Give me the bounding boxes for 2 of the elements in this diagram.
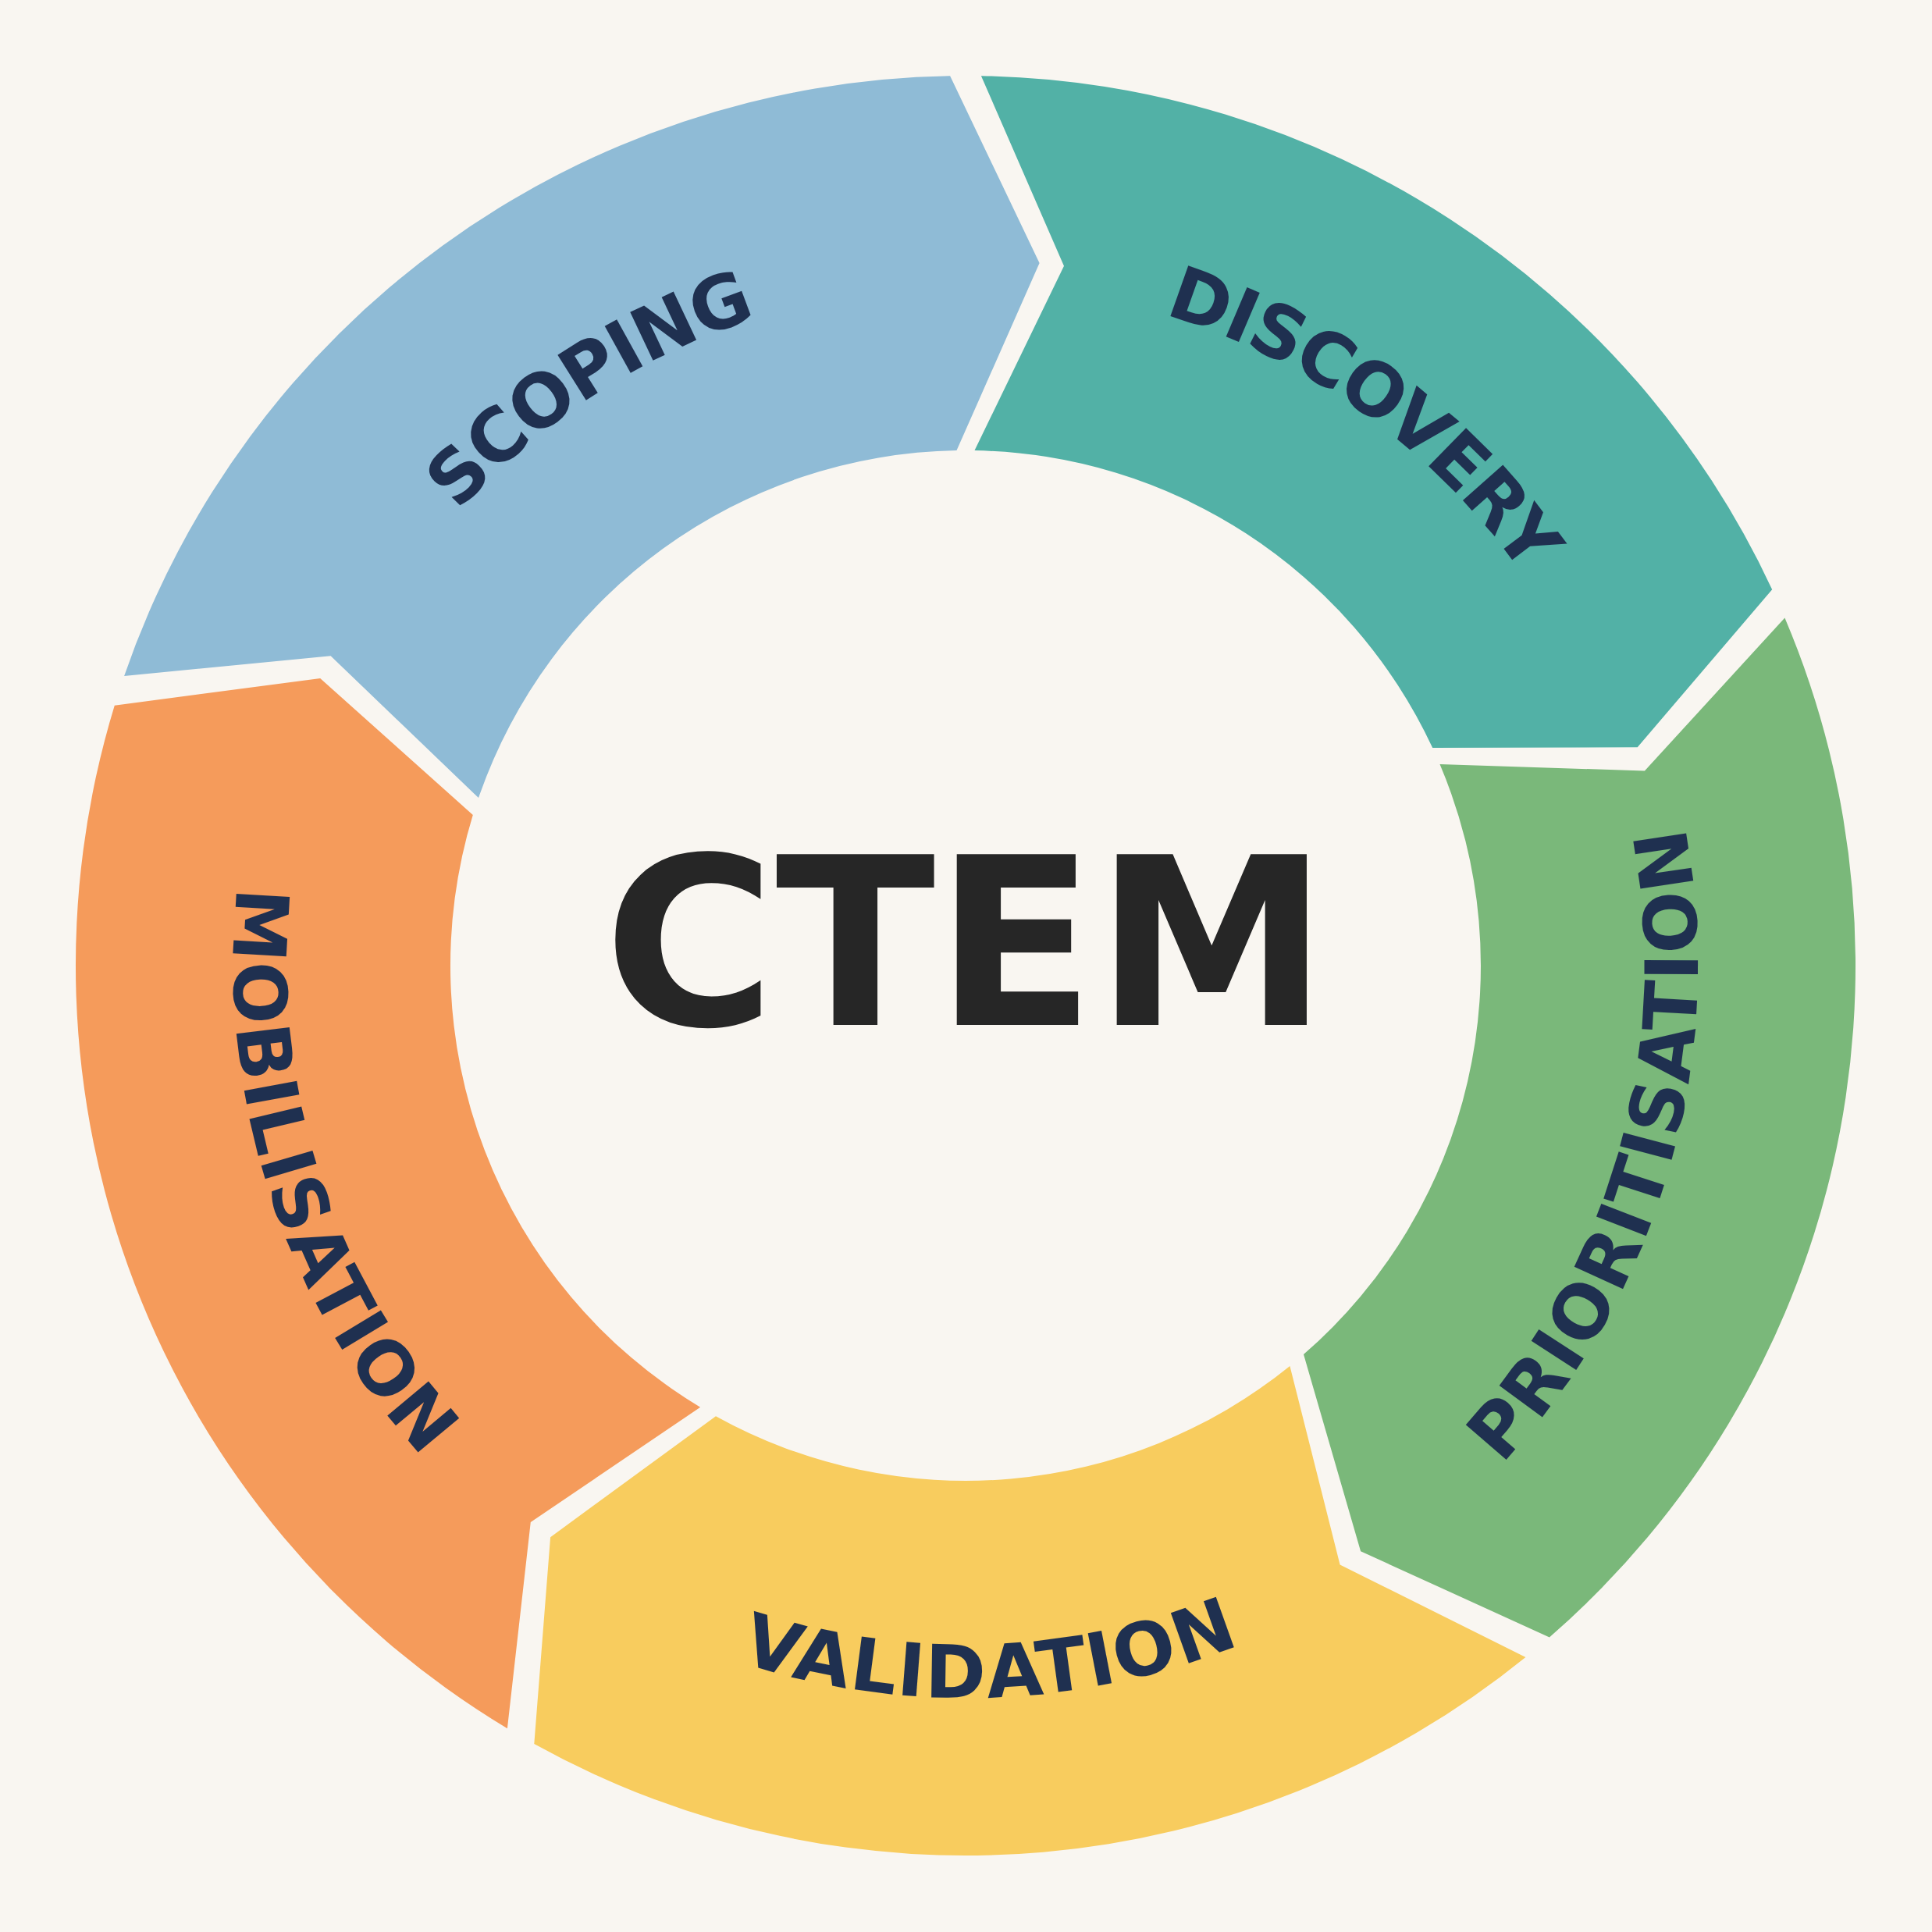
- phase-label: VALIDATION: [734, 1580, 1247, 1715]
- center-title: CTEM: [603, 827, 1329, 1062]
